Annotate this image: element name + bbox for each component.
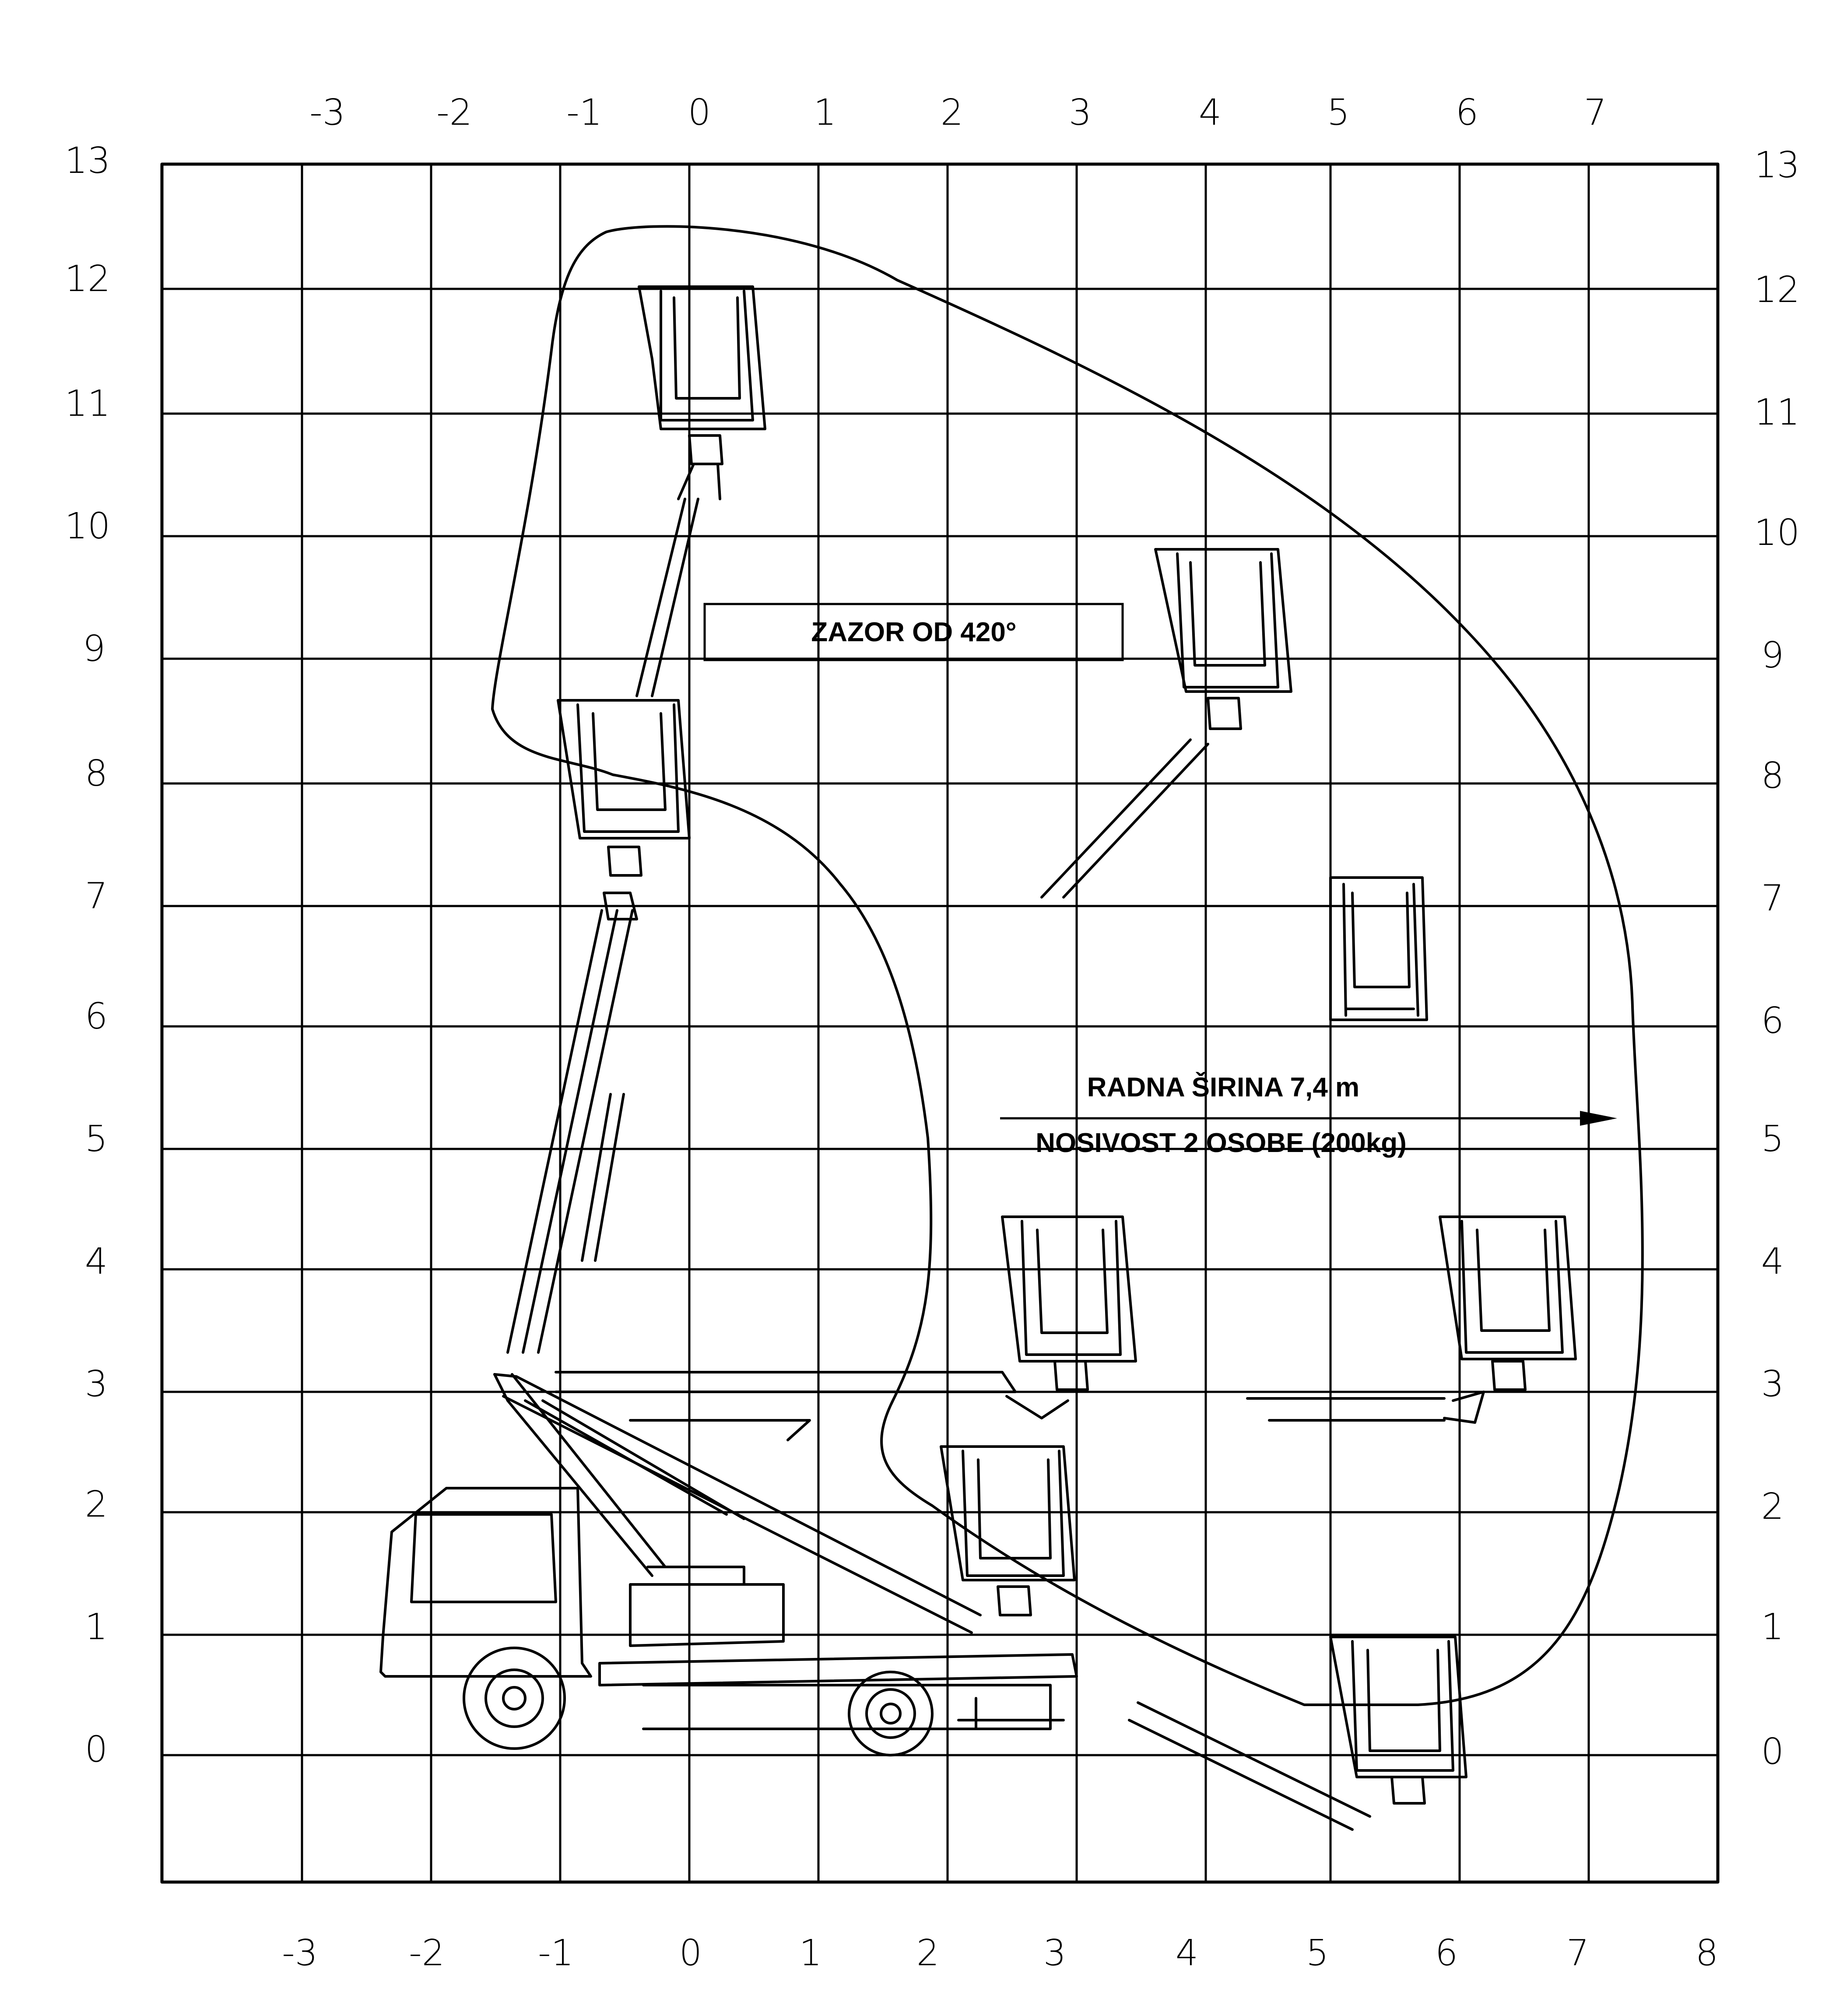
basket-5 (1439, 1215, 1577, 1391)
left-axis: 13 12 11 10 9 8 7 6 5 4 3 2 1 0 (65, 140, 110, 1770)
clearance-label: ZAZOR OD 420° (811, 617, 1016, 647)
left-axis-label: 8 (85, 753, 108, 794)
main-boom (493, 1373, 982, 1634)
boom-horizontal (555, 1371, 1069, 1441)
bottom-axis: -3 -2 -1 0 1 2 3 4 5 6 7 8 (282, 1932, 1718, 1974)
left-axis-label: 11 (65, 383, 110, 425)
bottom-axis-label: 6 (1435, 1932, 1458, 1974)
left-axis-label: 0 (85, 1729, 108, 1770)
left-axis-label: 12 (65, 258, 110, 300)
top-axis-label: 4 (1199, 92, 1222, 133)
bottom-axis-label: 5 (1306, 1932, 1329, 1974)
top-axis-label: 2 (941, 92, 963, 133)
left-axis-label: 5 (85, 1118, 108, 1160)
clearance-label-box: ZAZOR OD 420° (703, 603, 1124, 661)
right-axis-label: 13 (1754, 144, 1800, 186)
right-axis-label: 1 (1761, 1606, 1784, 1648)
left-axis-label: 9 (83, 628, 105, 670)
bottom-axis-label: 3 (1043, 1932, 1066, 1974)
basket-1 (557, 699, 691, 877)
top-axis-label: 1 (814, 92, 836, 133)
bottom-axis-label: 2 (916, 1932, 939, 1974)
right-axis-label: 8 (1761, 755, 1784, 797)
bottom-axis-label: 8 (1696, 1932, 1718, 1974)
boom-diagonal (1040, 738, 1485, 1831)
left-axis-label: 4 (85, 1241, 108, 1282)
capacity-label: NOSIVOST 2 OSOBE (200kg) (1036, 1128, 1407, 1158)
left-axis-label: 3 (85, 1363, 108, 1405)
left-axis-label: 13 (65, 140, 110, 182)
bottom-axis-label: -2 (409, 1932, 445, 1974)
left-axis-label: 7 (85, 875, 108, 917)
working-range-envelope (491, 225, 1644, 1706)
bottom-axis-label: -1 (538, 1932, 574, 1974)
front-wheel (463, 1647, 566, 1750)
right-axis-label: 2 (1761, 1486, 1784, 1528)
top-axis-label: -1 (566, 92, 602, 133)
boom-vertical (506, 498, 699, 1354)
left-axis-label: 2 (85, 1484, 108, 1525)
basket-6 (940, 1445, 1076, 1616)
left-axis-label: 6 (85, 996, 108, 1037)
left-axis-label: 10 (65, 506, 110, 547)
bottom-axis-label: 0 (679, 1932, 702, 1974)
right-axis-label: 3 (1761, 1363, 1784, 1405)
bottom-axis-label: 4 (1176, 1932, 1198, 1974)
top-axis-label: -2 (436, 92, 472, 133)
bottom-axis-label: -3 (282, 1932, 318, 1974)
basket-4 (1001, 1215, 1137, 1391)
basket-3 (1329, 876, 1428, 1021)
working-width-label: RADNA ŠIRINA 7,4 m (1087, 1072, 1359, 1103)
bottom-axis-label: 7 (1566, 1932, 1589, 1974)
top-axis-label: 3 (1069, 92, 1092, 133)
right-axis-label: 6 (1761, 1000, 1784, 1042)
right-axis-label: 9 (1761, 635, 1784, 676)
top-axis-label: 5 (1327, 92, 1350, 133)
right-axis-label: 11 (1754, 392, 1800, 433)
basket-2 (1154, 548, 1292, 730)
truck (379, 1487, 1078, 1756)
top-axis: -3 -2 -1 0 1 2 3 4 5 6 7 (309, 92, 1607, 133)
working-width-arrow (1000, 1111, 1617, 1126)
grid (160, 162, 1720, 1884)
rear-wheel (848, 1671, 934, 1756)
right-axis-label: 5 (1761, 1118, 1784, 1160)
right-axis-label: 4 (1761, 1241, 1784, 1282)
bottom-axis-label: 1 (799, 1932, 822, 1974)
top-axis-label: 0 (688, 92, 711, 133)
right-axis-label: 12 (1754, 269, 1800, 311)
top-axis-label: 7 (1584, 92, 1607, 133)
left-axis-label: 1 (85, 1606, 108, 1648)
right-axis-label: 0 (1761, 1731, 1784, 1773)
top-axis-label: -3 (309, 92, 345, 133)
basket-7 (1329, 1636, 1467, 1805)
basket-top (638, 285, 766, 500)
right-axis-label: 7 (1761, 878, 1784, 919)
top-axis-label: 6 (1456, 92, 1478, 133)
right-axis-label: 10 (1754, 512, 1800, 554)
truck-cab (379, 1487, 592, 1678)
right-axis: 13 12 11 10 9 8 7 6 5 4 3 2 1 0 (1754, 144, 1800, 1773)
